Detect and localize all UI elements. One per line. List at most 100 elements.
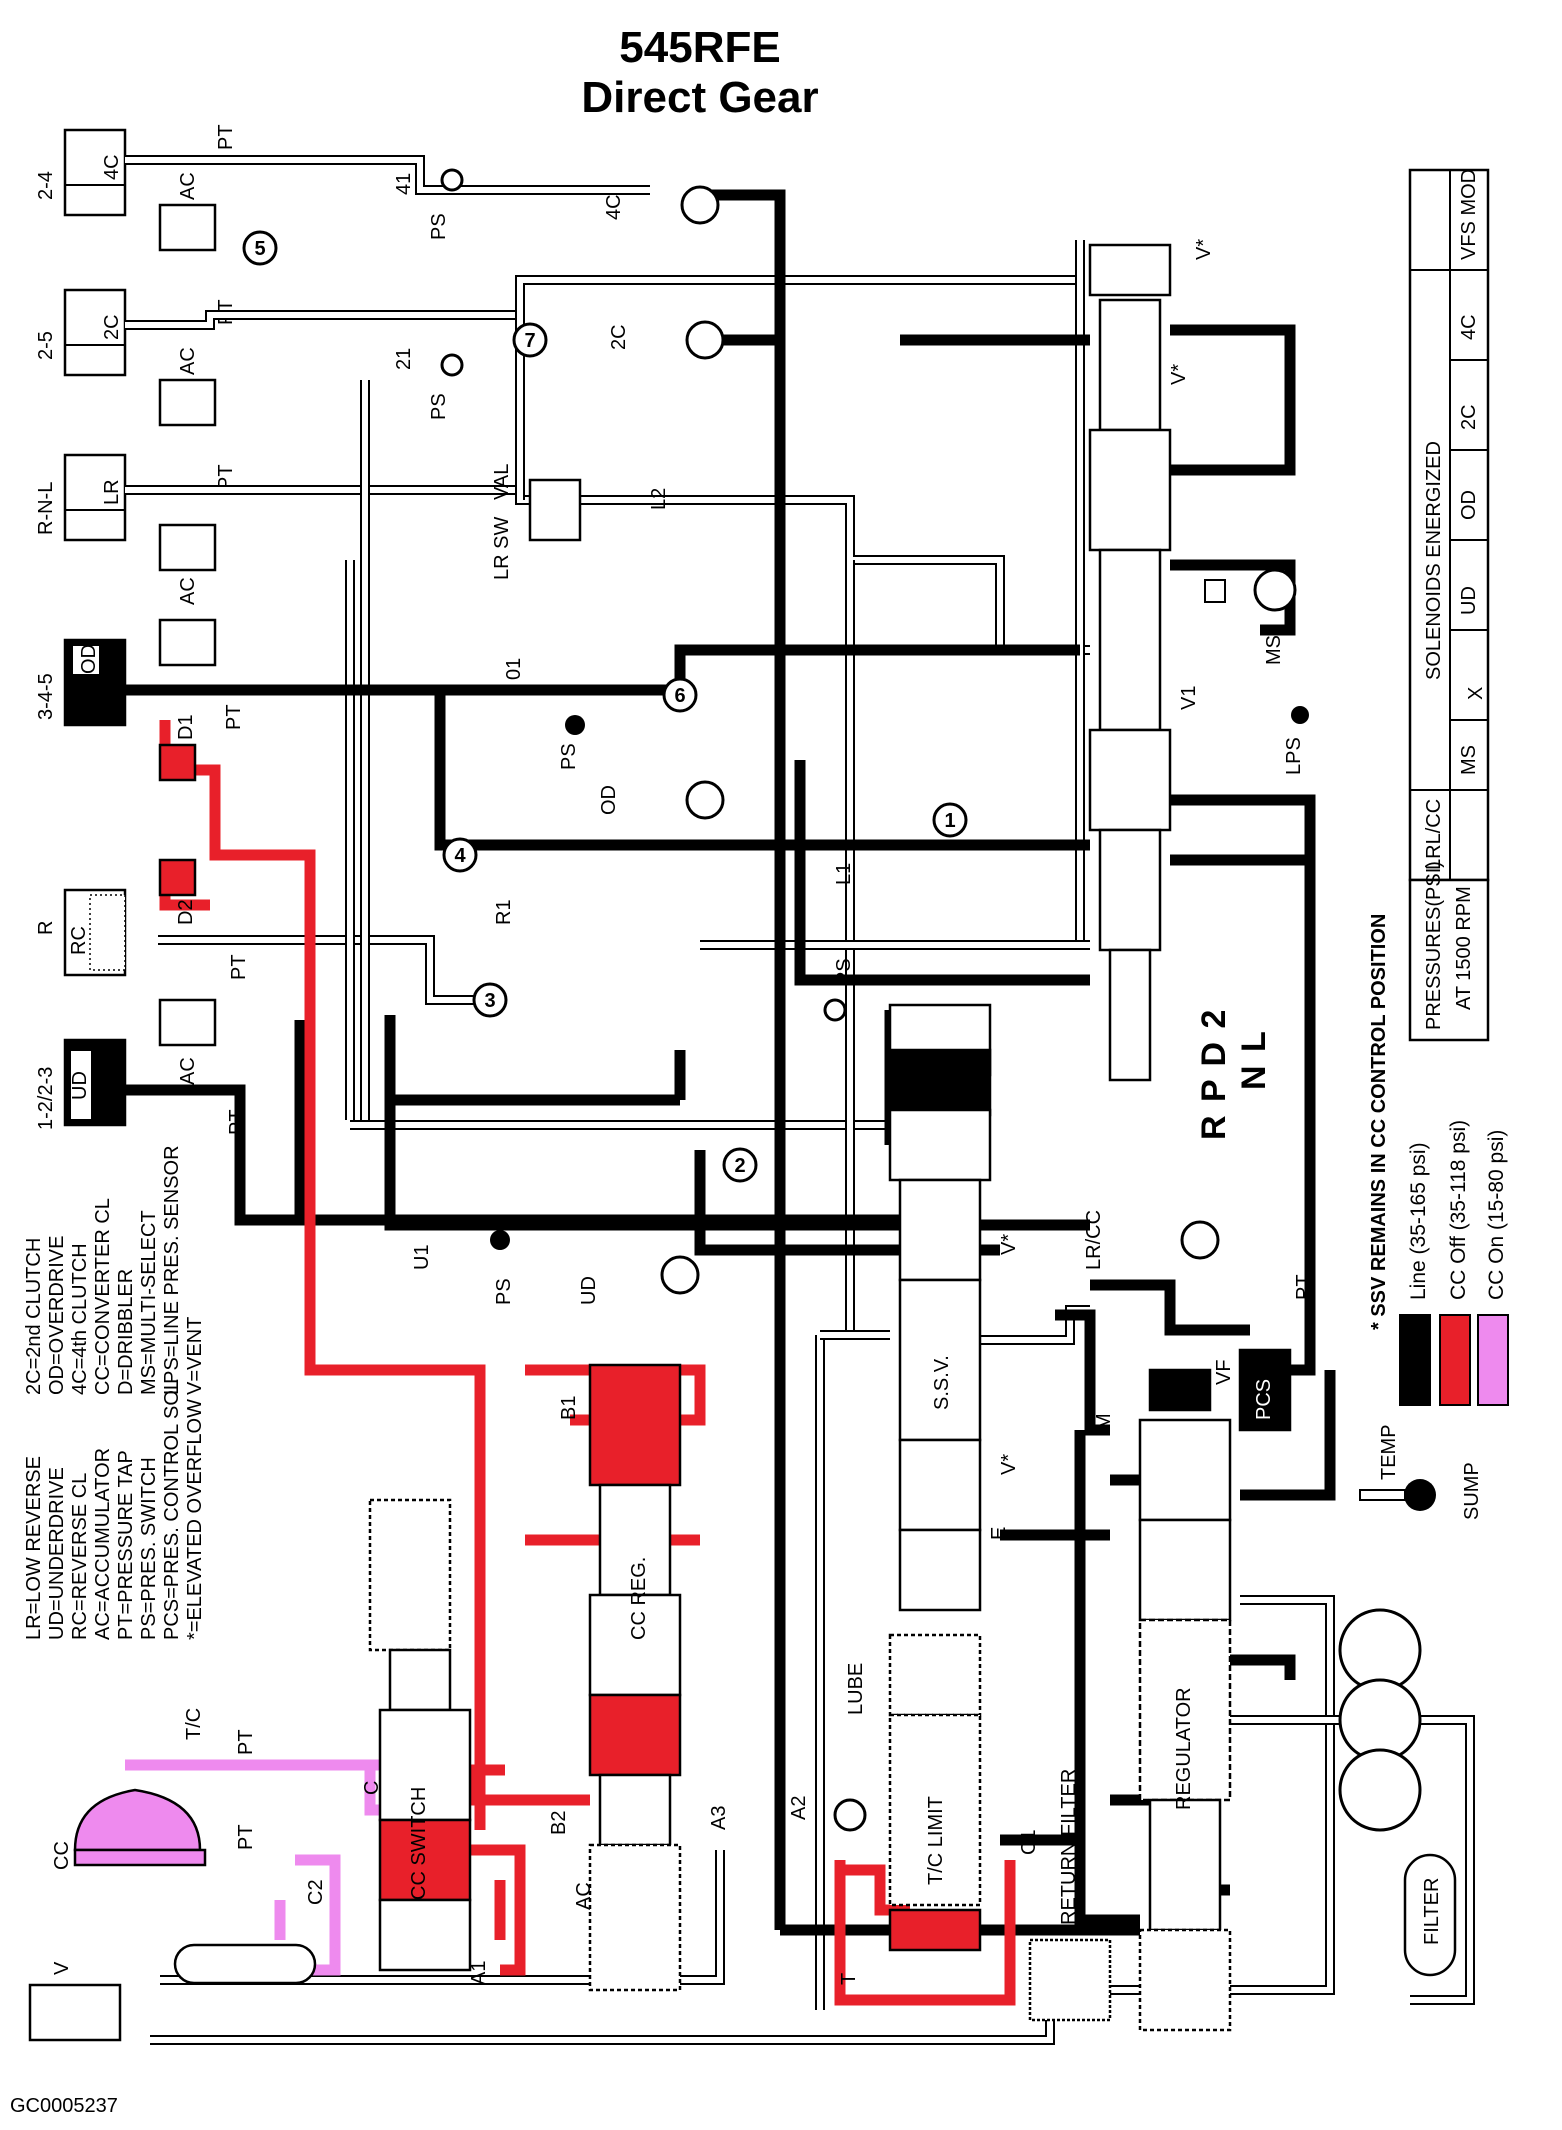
passage-a2: A2 [788, 1796, 810, 1820]
abbrev-8: 2C=2nd CLUTCH [23, 1238, 45, 1395]
clutch-name-2c: 2C [101, 314, 123, 340]
legend-swatch-line [1399, 1314, 1431, 1406]
abbrev-9: OD=OVERDRIVE [46, 1236, 68, 1395]
pcs-label: PCS [1253, 1379, 1275, 1420]
return-filter: RETURN FILTER [1028, 1769, 1112, 2022]
pressure-tap-label: PT [235, 1729, 257, 1755]
cc-switch-valve: CC SWITCH A1 C [361, 1498, 490, 1985]
table-col-lrlcc: LRL/CC [1423, 799, 1445, 870]
table-col-ud: UD [1458, 586, 1480, 615]
oil-pump [1338, 1608, 1422, 1832]
legend-label-cc-off: CC Off (35-118 psi) [1447, 1120, 1470, 1300]
lube-label: LUBE [845, 1663, 867, 1715]
pressures-box: PRESSURES(PSI) AT 1500 RPM [1408, 861, 1490, 1042]
passage-d1: D1 [175, 714, 197, 740]
vent-1-label: V1 [1178, 686, 1200, 710]
passage-b1: B1 [558, 1396, 580, 1420]
abbrev-13: MS=MULTI-SELECT [138, 1210, 160, 1395]
orifice-4-label: 4 [454, 845, 466, 867]
sump-label: SUMP [1461, 1462, 1483, 1520]
abbrev-5: PS=PRES. SWITCH [138, 1457, 160, 1640]
solenoid-od-label: OD [598, 785, 620, 815]
accumulator-lr: AC [158, 523, 217, 605]
legend-label-cc-on: CC On (15-80 psi) [1485, 1130, 1508, 1300]
clutch-name-4c: 4C [101, 154, 123, 180]
table-col-4c: 4C [1458, 314, 1480, 340]
passage-r1: R1 [493, 899, 515, 925]
clutch-2c: 2-5 2C [35, 288, 127, 377]
cc-reg-label: CC REG. [628, 1557, 650, 1640]
solenoid-table: SOLENOIDS ENERGIZED LRL/CC MS X UD OD 2C… [1408, 168, 1490, 882]
title-line-2: Direct Gear [581, 73, 818, 122]
ps-label: PS [833, 958, 855, 985]
ssv-note: * SSV REMAINS IN CC CONTROL POSITION [1368, 914, 1390, 1330]
orifice-6: 6 [662, 677, 698, 713]
passage-l1: L1 [833, 863, 855, 885]
multi-select-solenoid: MS [1204, 568, 1297, 665]
solenoid-4c-label: 4C [603, 194, 625, 220]
vent-star-label: V* [998, 1234, 1020, 1255]
legend: Line (35-165 psi) CC Off (35-118 psi) CC… [1399, 1120, 1509, 1406]
passage-m: M [1093, 1413, 1115, 1430]
pressure-control-solenoid: PCS VF M NR [1093, 1348, 1292, 1505]
orifice-6-label: 6 [674, 685, 685, 707]
orifice-3: 3 [472, 982, 508, 1018]
passage-c2: C2 [305, 1879, 327, 1905]
solenoid-ud: UD PS [490, 1230, 700, 1305]
accumulator-4c: AC [158, 172, 217, 252]
orifice-1: 1 [932, 802, 968, 838]
orifice-2: 2 [722, 1147, 758, 1183]
lr-switch-valve: VAL LR SW L2 [491, 464, 670, 580]
orifice-5: 5 [242, 230, 278, 266]
abbrev-3: AC=ACCUMULATOR [92, 1448, 114, 1640]
temp-label: TEMP [1378, 1424, 1400, 1480]
orifice-5-label: 5 [254, 238, 265, 260]
vent-star-label: V* [1193, 239, 1215, 260]
table-col-2c: 2C [1458, 404, 1480, 430]
abbreviations-block: LR=LOW REVERSE UD=UNDERDRIVE RC=REVERSE … [23, 1145, 206, 1640]
lps-label: LPS [1283, 737, 1305, 775]
orifice-1-label: 1 [944, 810, 955, 832]
solenoid-ud-label: UD [578, 1276, 600, 1305]
ps-label: PS [428, 393, 450, 420]
accumulator-ud: AC [158, 998, 217, 1085]
orifice-3-label: 3 [484, 990, 495, 1012]
passage-t: T [838, 1973, 860, 1985]
abbrev-4: PT=PRESSURE TAP [115, 1450, 137, 1640]
orifice-4: 4 [442, 837, 478, 873]
legend-label-line: Line (35-165 psi) [1407, 1142, 1430, 1300]
abbrev-10: 4C=4th CLUTCH [69, 1243, 91, 1395]
passage-c: C [361, 1781, 383, 1795]
ps-label: PS [558, 743, 580, 770]
cc-label: CC [51, 1841, 73, 1870]
table-col-vfs-mod: VFS MOD [1458, 169, 1480, 260]
accumulator-label: AC [177, 1057, 199, 1085]
passage-e: E [988, 1527, 1010, 1540]
ps-label: PS [493, 1278, 515, 1305]
clutch-group-r-n-l: R-N-L [35, 482, 57, 535]
clutch-name-rc: RC [68, 926, 90, 955]
passage-u1: U1 [411, 1244, 433, 1270]
abbrev-1: UD=UNDERDRIVE [46, 1467, 68, 1640]
sump-filter: FILTER [1403, 1853, 1457, 1977]
solenoid-2c: 21 2C PS [393, 320, 725, 420]
abbrev-12: D=DRIBBLER [115, 1269, 137, 1395]
accumulator-label: AC [573, 1882, 595, 1910]
clutch-group-3-4-5: 3-4-5 [35, 673, 57, 720]
passage-l2: L2 [648, 488, 670, 510]
dribbler-d1: D1 [158, 714, 197, 782]
cooler: V [28, 1943, 317, 2042]
tc-limit-label: T/C LIMIT [925, 1796, 947, 1885]
footer-code: GC0005237 [10, 2095, 118, 2117]
cc-off-passages [159, 720, 1016, 2006]
ssv-valve: S.S.V. V* V* E [888, 1003, 1020, 1612]
pressure-tap-label: PT [228, 954, 250, 980]
ssv-label: S.S.V. [931, 1355, 953, 1410]
passage-b2: B2 [548, 1811, 570, 1835]
pressures-line-1: PRESSURES(PSI) [1423, 861, 1445, 1030]
clutch-lr: R-N-L LR [35, 453, 127, 542]
table-col-ms: MS [1458, 745, 1480, 775]
table-val-ms: X [1465, 687, 1487, 700]
abbrev-7: *=ELEVATED OVERFLOW [184, 1399, 206, 1640]
regulator-valve: REGULATOR [1138, 1418, 1232, 2032]
